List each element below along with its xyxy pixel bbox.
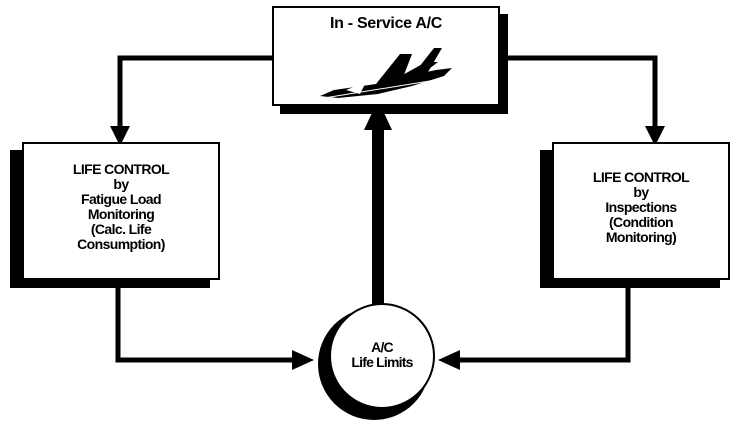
arrowhead-into-circle-right — [438, 350, 460, 370]
right-box-line-1: LIFE CONTROL — [554, 170, 728, 185]
fatigue-load-monitoring-box: LIFE CONTROL by Fatigue Load Monitoring … — [22, 142, 220, 280]
left-box-line-1: LIFE CONTROL — [24, 162, 218, 177]
left-box-line-2: by — [24, 177, 218, 192]
connector-top-to-left — [120, 58, 272, 128]
life-limits-text: A/C Life Limits — [330, 340, 434, 370]
arrowhead-into-circle-left — [292, 350, 314, 370]
connector-left-to-circle — [118, 288, 296, 360]
left-box-line-4: Monitoring — [24, 207, 218, 222]
connector-circle-to-top — [372, 126, 384, 308]
left-box-line-6: Consumption) — [24, 237, 218, 252]
right-box-line-4: (Condition — [554, 215, 728, 230]
inspections-text: LIFE CONTROL by Inspections (Condition M… — [554, 170, 728, 245]
right-box-line-2: by — [554, 185, 728, 200]
circle-line-2: Life Limits — [330, 355, 434, 370]
aircraft-icon — [316, 40, 456, 102]
in-service-aircraft-box: In - Service A/C — [272, 6, 500, 106]
connector-right-to-circle — [456, 288, 628, 360]
right-box-line-3: Inspections — [554, 200, 728, 215]
fatigue-load-monitoring-text: LIFE CONTROL by Fatigue Load Monitoring … — [24, 162, 218, 252]
left-box-line-5: (Calc. Life — [24, 222, 218, 237]
inspections-box: LIFE CONTROL by Inspections (Condition M… — [552, 142, 730, 280]
connector-top-to-right — [500, 58, 655, 128]
left-box-line-3: Fatigue Load — [24, 192, 218, 207]
right-box-line-5: Monitoring) — [554, 230, 728, 245]
circle-line-1: A/C — [330, 340, 434, 355]
in-service-aircraft-title: In - Service A/C — [274, 16, 498, 31]
